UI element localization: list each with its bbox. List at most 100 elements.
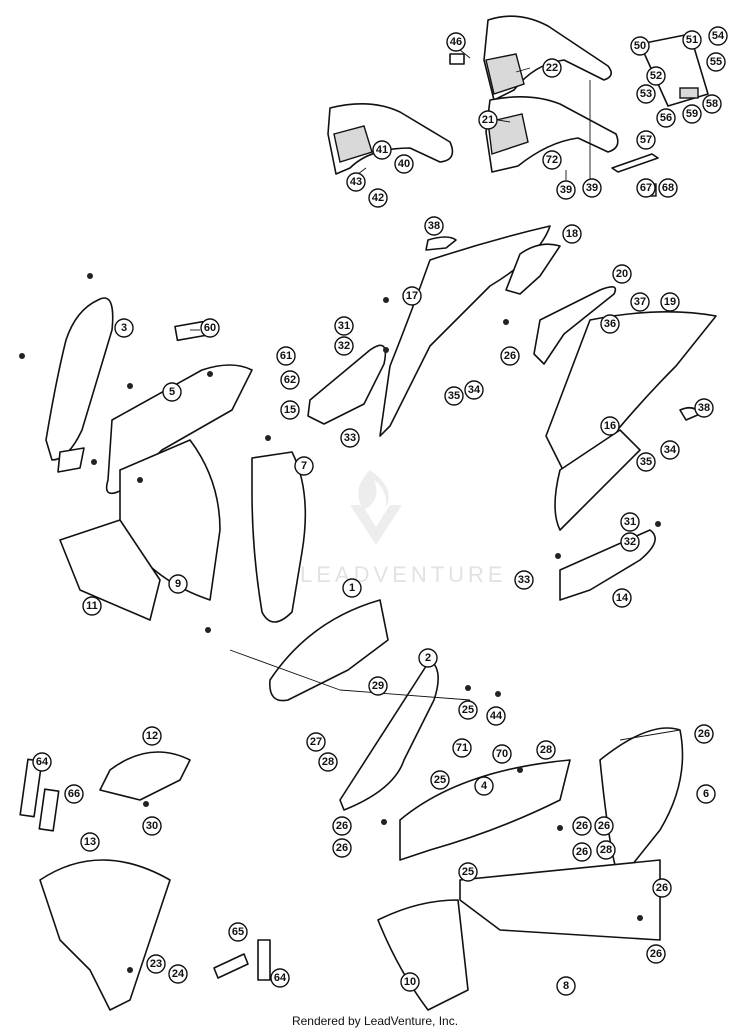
callout-18: 18 — [562, 224, 582, 244]
callout-72: 72 — [542, 150, 562, 170]
callout-26: 26 — [694, 724, 714, 744]
callout-6: 6 — [696, 784, 716, 804]
callout-56: 56 — [656, 108, 676, 128]
callout-65: 65 — [228, 922, 248, 942]
svg-text:26: 26 — [598, 820, 610, 832]
callout-58: 58 — [702, 94, 722, 114]
callout-30: 30 — [142, 816, 162, 836]
svg-text:6: 6 — [703, 788, 709, 800]
callout-31: 31 — [334, 316, 354, 336]
svg-text:46: 46 — [450, 36, 462, 48]
callout-3: 3 — [114, 318, 134, 338]
callout-1: 1 — [342, 578, 362, 598]
tail-section-parts — [327, 15, 709, 197]
callout-24: 24 — [168, 964, 188, 984]
svg-text:32: 32 — [624, 536, 636, 548]
svg-text:66: 66 — [68, 788, 80, 800]
svg-text:16: 16 — [604, 420, 616, 432]
callout-43: 43 — [346, 172, 366, 192]
svg-text:53: 53 — [640, 88, 652, 100]
callout-14: 14 — [612, 588, 632, 608]
svg-text:36: 36 — [604, 318, 616, 330]
callout-33: 33 — [340, 428, 360, 448]
callout-33: 33 — [514, 570, 534, 590]
callout-28: 28 — [596, 840, 616, 860]
callout-11: 11 — [82, 596, 102, 616]
svg-text:19: 19 — [664, 296, 676, 308]
hardware — [19, 273, 661, 973]
svg-text:65: 65 — [232, 926, 244, 938]
svg-text:26: 26 — [650, 948, 662, 960]
svg-text:62: 62 — [284, 374, 296, 386]
svg-text:1: 1 — [349, 582, 355, 594]
callout-29: 29 — [368, 676, 388, 696]
callout-39: 39 — [556, 180, 576, 200]
callout-26: 26 — [572, 816, 592, 836]
svg-text:44: 44 — [490, 710, 503, 722]
svg-text:61: 61 — [280, 350, 292, 362]
callout-13: 13 — [80, 832, 100, 852]
svg-text:9: 9 — [175, 578, 181, 590]
watermark-text: LEADVENTURE — [300, 562, 507, 587]
callout-54: 54 — [708, 26, 728, 46]
svg-text:35: 35 — [640, 456, 652, 468]
callouts: 1 2 3 4 5 6 7 8 9 10 11 12 13 14 15 16 1… — [32, 26, 728, 996]
callout-39: 39 — [582, 178, 602, 198]
svg-text:20: 20 — [616, 268, 628, 280]
callout-17: 17 — [402, 286, 422, 306]
callout-57: 57 — [636, 130, 656, 150]
svg-text:26: 26 — [576, 846, 588, 858]
callout-15: 15 — [280, 400, 300, 420]
callout-36: 36 — [600, 314, 620, 334]
callout-52: 52 — [646, 66, 666, 86]
lower-fairing-parts — [269, 599, 684, 1011]
callout-61: 61 — [276, 346, 296, 366]
svg-text:54: 54 — [712, 30, 725, 42]
callout-26: 26 — [594, 816, 614, 836]
svg-text:34: 34 — [468, 384, 481, 396]
svg-text:15: 15 — [284, 404, 296, 416]
svg-text:27: 27 — [310, 736, 322, 748]
svg-text:30: 30 — [146, 820, 158, 832]
svg-text:26: 26 — [336, 842, 348, 854]
svg-text:33: 33 — [344, 432, 356, 444]
callout-50: 50 — [630, 36, 650, 56]
svg-text:28: 28 — [540, 744, 552, 756]
side-panels — [307, 225, 717, 601]
svg-text:38: 38 — [698, 402, 710, 414]
callout-10: 10 — [400, 972, 420, 992]
callout-64: 64 — [32, 752, 52, 772]
svg-text:34: 34 — [664, 444, 677, 456]
callout-9: 9 — [168, 574, 188, 594]
callout-38: 38 — [424, 216, 444, 236]
callout-53: 53 — [636, 84, 656, 104]
callout-26: 26 — [332, 816, 352, 836]
svg-text:38: 38 — [428, 220, 440, 232]
svg-text:12: 12 — [146, 730, 158, 742]
svg-text:23: 23 — [150, 958, 162, 970]
callout-21: 21 — [478, 110, 498, 130]
callout-4: 4 — [474, 776, 494, 796]
callout-12: 12 — [142, 726, 162, 746]
svg-text:13: 13 — [84, 836, 96, 848]
svg-text:28: 28 — [322, 756, 334, 768]
callout-37: 37 — [630, 292, 650, 312]
svg-text:60: 60 — [204, 322, 216, 334]
svg-text:59: 59 — [686, 108, 698, 120]
callout-22: 22 — [542, 58, 562, 78]
callout-27: 27 — [306, 732, 326, 752]
callout-41: 41 — [372, 140, 392, 160]
svg-text:56: 56 — [660, 112, 672, 124]
callout-66: 66 — [64, 784, 84, 804]
callout-40: 40 — [394, 154, 414, 174]
callout-67: 67 — [636, 178, 656, 198]
callout-34: 34 — [464, 380, 484, 400]
svg-text:21: 21 — [482, 114, 494, 126]
svg-text:37: 37 — [634, 296, 646, 308]
callout-28: 28 — [318, 752, 338, 772]
callout-62: 62 — [280, 370, 300, 390]
svg-text:11: 11 — [86, 600, 98, 612]
svg-text:4: 4 — [481, 780, 488, 792]
footer-credit: Rendered by LeadVenture, Inc. — [291, 1014, 459, 1028]
svg-text:26: 26 — [698, 728, 710, 740]
